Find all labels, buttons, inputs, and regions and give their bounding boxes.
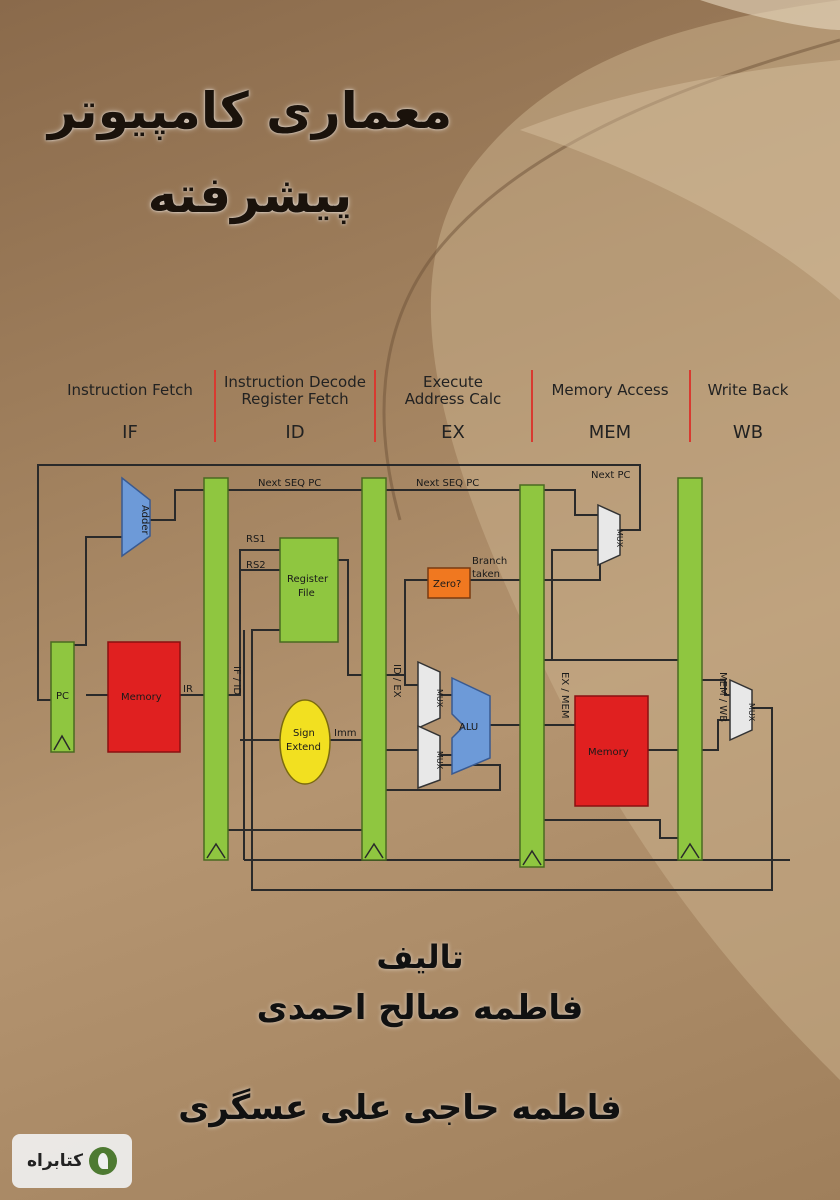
alu-unit — [451, 676, 491, 776]
stage-mem-abbr: MEM — [589, 422, 631, 443]
stage-ex-abbr: EX — [441, 422, 465, 443]
register-file-label2: File — [298, 588, 315, 599]
instruction-memory — [107, 641, 181, 753]
stage-ex-name2: Address Calc — [405, 390, 502, 408]
mux-wb-label: MUX — [747, 703, 756, 722]
instr-memory-label: Memory — [121, 692, 162, 703]
stage-ex-name1: Execute — [423, 373, 483, 391]
publisher-leaf-icon — [89, 1147, 118, 1175]
stage-mem-name: Memory Access — [551, 381, 668, 399]
stage-id-name2: Register Fetch — [241, 390, 348, 408]
rs2-label: RS2 — [246, 560, 266, 571]
mux-upper-label: MUX — [435, 689, 444, 708]
next-pc-label: Next PC — [591, 470, 631, 481]
pc-label: PC — [56, 691, 69, 702]
credit-label: تالیف — [376, 938, 464, 976]
stage-wb-abbr: WB — [733, 422, 763, 443]
next-seq-pc-label-1: Next SEQ PC — [258, 478, 321, 489]
mux-upper — [417, 660, 441, 730]
if-id-label: IF / ID — [231, 666, 242, 695]
imm-label: Imm — [334, 728, 356, 739]
mux-pc — [597, 503, 621, 567]
mux-lower-label: MUX — [435, 751, 444, 770]
sign-label1: Sign — [293, 728, 315, 739]
publisher-logo-text: کتابراه — [26, 1151, 84, 1171]
if-id-latch — [203, 477, 229, 861]
mem-wb-label: MEM / WB — [717, 672, 728, 722]
book-title-line2: پیشرفته — [147, 166, 353, 224]
book-title-line1: معماری کامپیوتر — [47, 82, 453, 140]
mux-lower — [417, 724, 441, 790]
author-primary: فاطمه صالح احمدی — [256, 988, 584, 1028]
ex-mem-latch — [519, 484, 545, 868]
stage-if-abbr: IF — [122, 422, 138, 443]
stage-if-name: Instruction Fetch — [67, 381, 193, 399]
sign-extend-unit — [279, 699, 331, 785]
mux-pc-label: MUX — [615, 529, 624, 548]
adder-label: Adder — [139, 505, 150, 536]
stage-id-abbr: ID — [285, 422, 304, 443]
zero-label: Zero? — [433, 579, 461, 590]
pipeline-diagram: Instruction Fetch IF Instruction Decode … — [37, 370, 790, 891]
mem-wb-latch — [677, 477, 703, 861]
ir-label: IR — [183, 684, 193, 695]
publisher-logo[interactable]: کتابراه — [12, 1134, 132, 1188]
next-seq-pc-label-2: Next SEQ PC — [416, 478, 479, 489]
mux-writeback — [729, 678, 753, 742]
register-file-label1: Register — [287, 574, 329, 585]
stage-wb-name: Write Back — [708, 381, 789, 399]
zero-check — [427, 567, 471, 599]
branch-label1: Branch — [472, 556, 507, 567]
data-memory-label: Memory — [588, 747, 629, 758]
register-file — [279, 537, 339, 643]
stage-id-name1: Instruction Decode — [224, 373, 366, 391]
author-secondary: فاطمه حاجی علی عسگری — [178, 1088, 622, 1128]
id-ex-label: ID / EX — [391, 664, 402, 698]
data-memory — [574, 695, 649, 807]
pc-register — [50, 641, 75, 753]
adder-unit — [121, 476, 151, 558]
id-ex-latch — [361, 477, 387, 861]
ex-mem-label: EX / MEM — [559, 672, 570, 718]
branch-label2: taken — [472, 569, 500, 580]
sign-label2: Extend — [286, 742, 321, 753]
alu-label: ALU — [459, 722, 478, 733]
rs1-label: RS1 — [246, 534, 266, 545]
